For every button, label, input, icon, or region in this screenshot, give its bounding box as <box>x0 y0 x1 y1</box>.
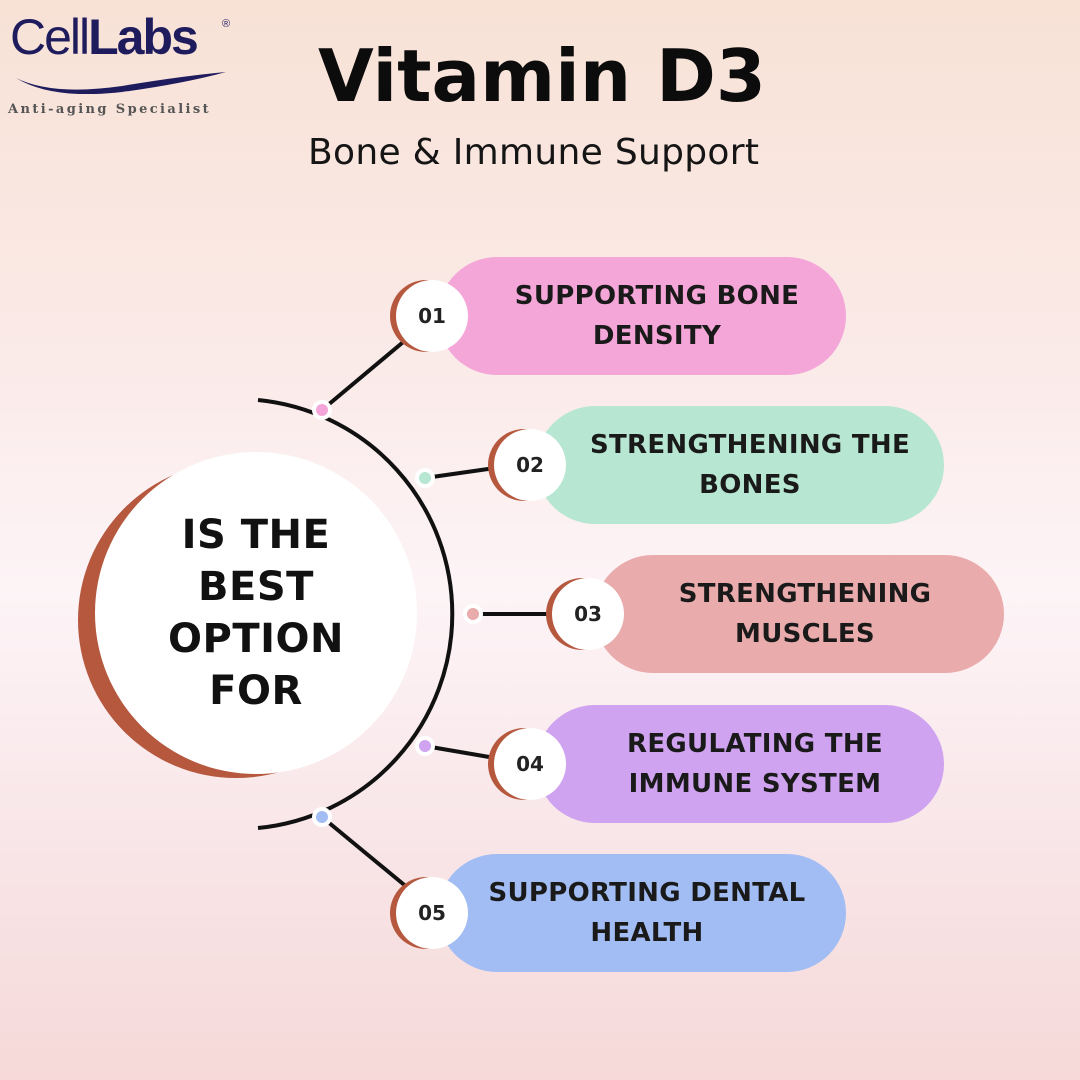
logo-word-cell: Cell <box>10 9 90 65</box>
logo-word-labs: Labs <box>88 9 199 65</box>
connector-line-5 <box>320 815 410 890</box>
item-number-1: 01 <box>396 280 468 352</box>
connector-line-1 <box>320 336 410 412</box>
connector-line-2 <box>424 466 496 480</box>
item-label-1: SUPPORTING BONE DENSITY <box>514 281 800 351</box>
logo-tagline: Anti-aging Specialist <box>8 102 212 117</box>
item-label-3: STRENGTHENING MUSCLES <box>678 579 932 649</box>
item-pill-4: REGULATING THE IMMUNE SYSTEM <box>536 705 944 823</box>
item-label-5: SUPPORTING DENTAL HEALTH <box>488 878 806 948</box>
page-subtitle: Bone & Immune Support <box>308 132 760 173</box>
list-item-4: REGULATING THE IMMUNE SYSTEM 04 <box>488 705 944 823</box>
center-text: IS THE BEST OPTION FOR <box>168 512 344 714</box>
list-item-1: SUPPORTING BONE DENSITY 01 <box>390 257 846 375</box>
item-number-3: 03 <box>552 578 624 650</box>
item-pill-1: SUPPORTING BONE DENSITY <box>438 257 846 375</box>
page-title: Vitamin D3 <box>318 34 767 118</box>
connector-line-4 <box>424 744 496 760</box>
item-number-2: 02 <box>494 429 566 501</box>
item-label-4: REGULATING THE IMMUNE SYSTEM <box>627 729 883 799</box>
list-item-2: STRENGTHENING THE BONES 02 <box>488 406 944 524</box>
list-item-5: SUPPORTING DENTAL HEALTH 05 <box>390 854 846 972</box>
item-number-5: 05 <box>396 877 468 949</box>
cell-labs-logo: CellLabs ® Anti-aging Specialist <box>6 9 246 117</box>
logo-registered-mark: ® <box>222 18 231 30</box>
main-arc <box>257 398 455 830</box>
item-pill-3: STRENGTHENING MUSCLES <box>594 555 1004 673</box>
item-label-2: STRENGTHENING THE BONES <box>589 430 911 500</box>
center-circle: IS THE BEST OPTION FOR <box>95 452 417 774</box>
item-number-4: 04 <box>494 728 566 800</box>
item-pill-5: SUPPORTING DENTAL HEALTH <box>438 854 846 972</box>
item-pill-2: STRENGTHENING THE BONES <box>536 406 944 524</box>
logo-wordmark: CellLabs <box>10 9 199 65</box>
logo-swoosh-icon <box>16 72 226 94</box>
list-item-3: STRENGTHENING MUSCLES 03 <box>546 555 1004 673</box>
